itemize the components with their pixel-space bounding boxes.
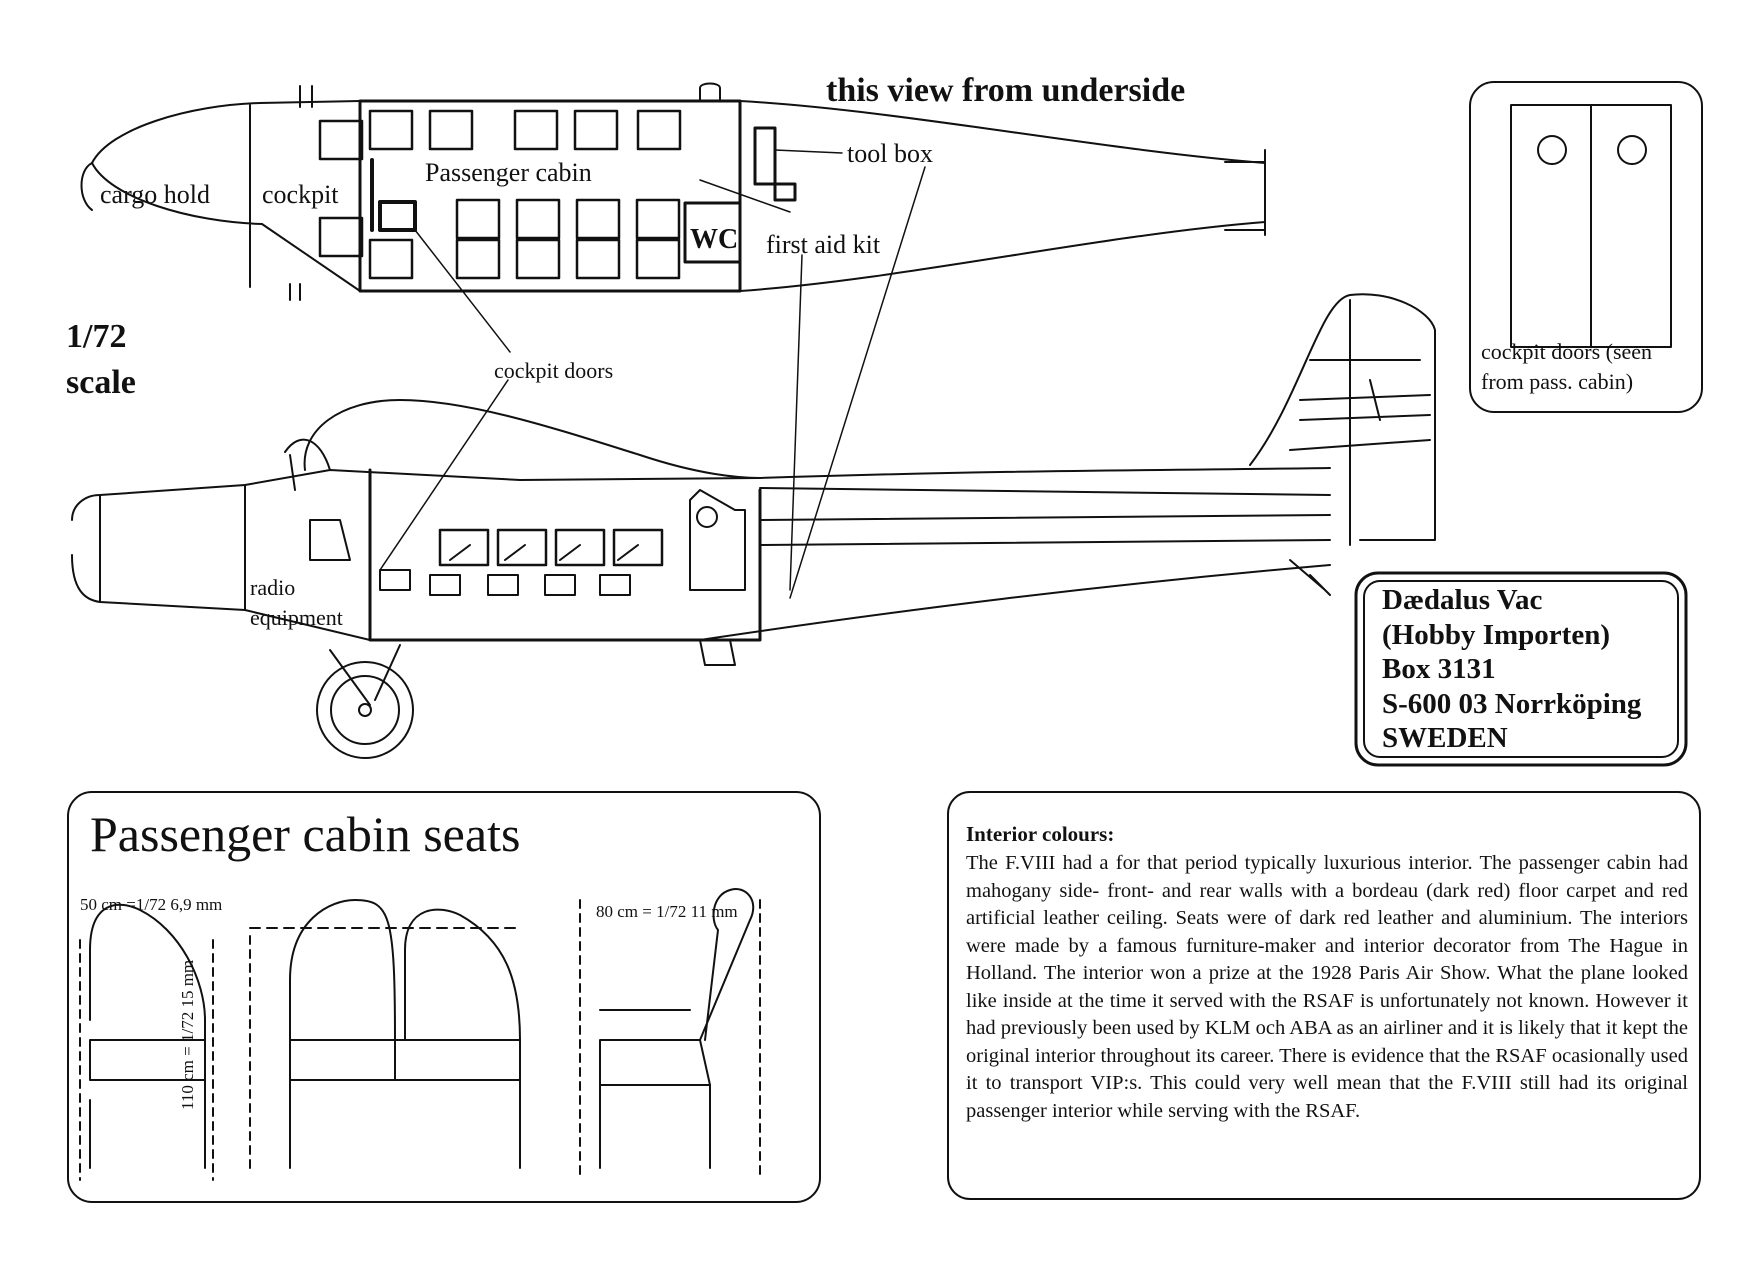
address-line: Box 3131 [1382, 653, 1496, 685]
side-view-seats [309, 519, 639, 596]
address-line: (Hobby Importen) [1382, 618, 1610, 651]
address-line: SWEDEN [1382, 722, 1508, 754]
label-cockpit-doors: cockpit doors [494, 358, 614, 383]
cockpit-doors-caption-line1: cockpit doors (seen [1481, 339, 1653, 364]
label-tool-box: tool box [847, 139, 933, 168]
colours-body-text: The F.VIII had a for that period typical… [966, 852, 1688, 1122]
label-radio: radio [250, 575, 296, 600]
label-radio-equipment: equipment [250, 605, 343, 630]
dim-single-seat-width: 50 cm =1/72 6,9 mm [80, 895, 223, 914]
seat-drawings [79, 888, 761, 1181]
seats-panel-frame [67, 791, 821, 1203]
seats-panel-title: Passenger cabin seats [90, 806, 521, 862]
plan-view-seats [318, 109, 797, 280]
address-block: Dædalus Vac (Hobby Importen) Box 3131 S-… [1382, 583, 1641, 756]
side-view-windows [438, 528, 664, 567]
scale-label-ratio: 1/72 [66, 318, 127, 355]
side-view-fuselage [71, 399, 1331, 642]
address-box-frame [1354, 571, 1688, 767]
plan-view-fuselage [80, 82, 1266, 301]
underside-view-note: this view from underside [826, 72, 1186, 109]
cockpit-doors-caption-line2: from pass. cabin) [1481, 369, 1634, 394]
dim-seat-height: 110 cm = 1/72 15 mm [178, 959, 197, 1110]
label-cargo-hold: cargo hold [100, 180, 210, 209]
colours-panel-frame [947, 791, 1701, 1200]
cockpit-doors-inset [1469, 81, 1703, 413]
label-cockpit: cockpit [262, 180, 339, 209]
label-wc: WC [690, 224, 739, 255]
label-first-aid-kit: first aid kit [766, 230, 881, 259]
address-line: S-600 03 Norrköping [1382, 687, 1642, 720]
scale-label-word: scale [66, 364, 136, 401]
address-line: Dædalus Vac [1382, 584, 1543, 616]
side-view-landing-gear [316, 639, 736, 759]
label-passenger-cabin: Passenger cabin [425, 158, 592, 187]
side-view-tail [1249, 293, 1436, 596]
dim-seat-depth: 80 cm = 1/72 11 mm [596, 902, 738, 921]
colours-heading: Interior colours: [966, 822, 1115, 846]
